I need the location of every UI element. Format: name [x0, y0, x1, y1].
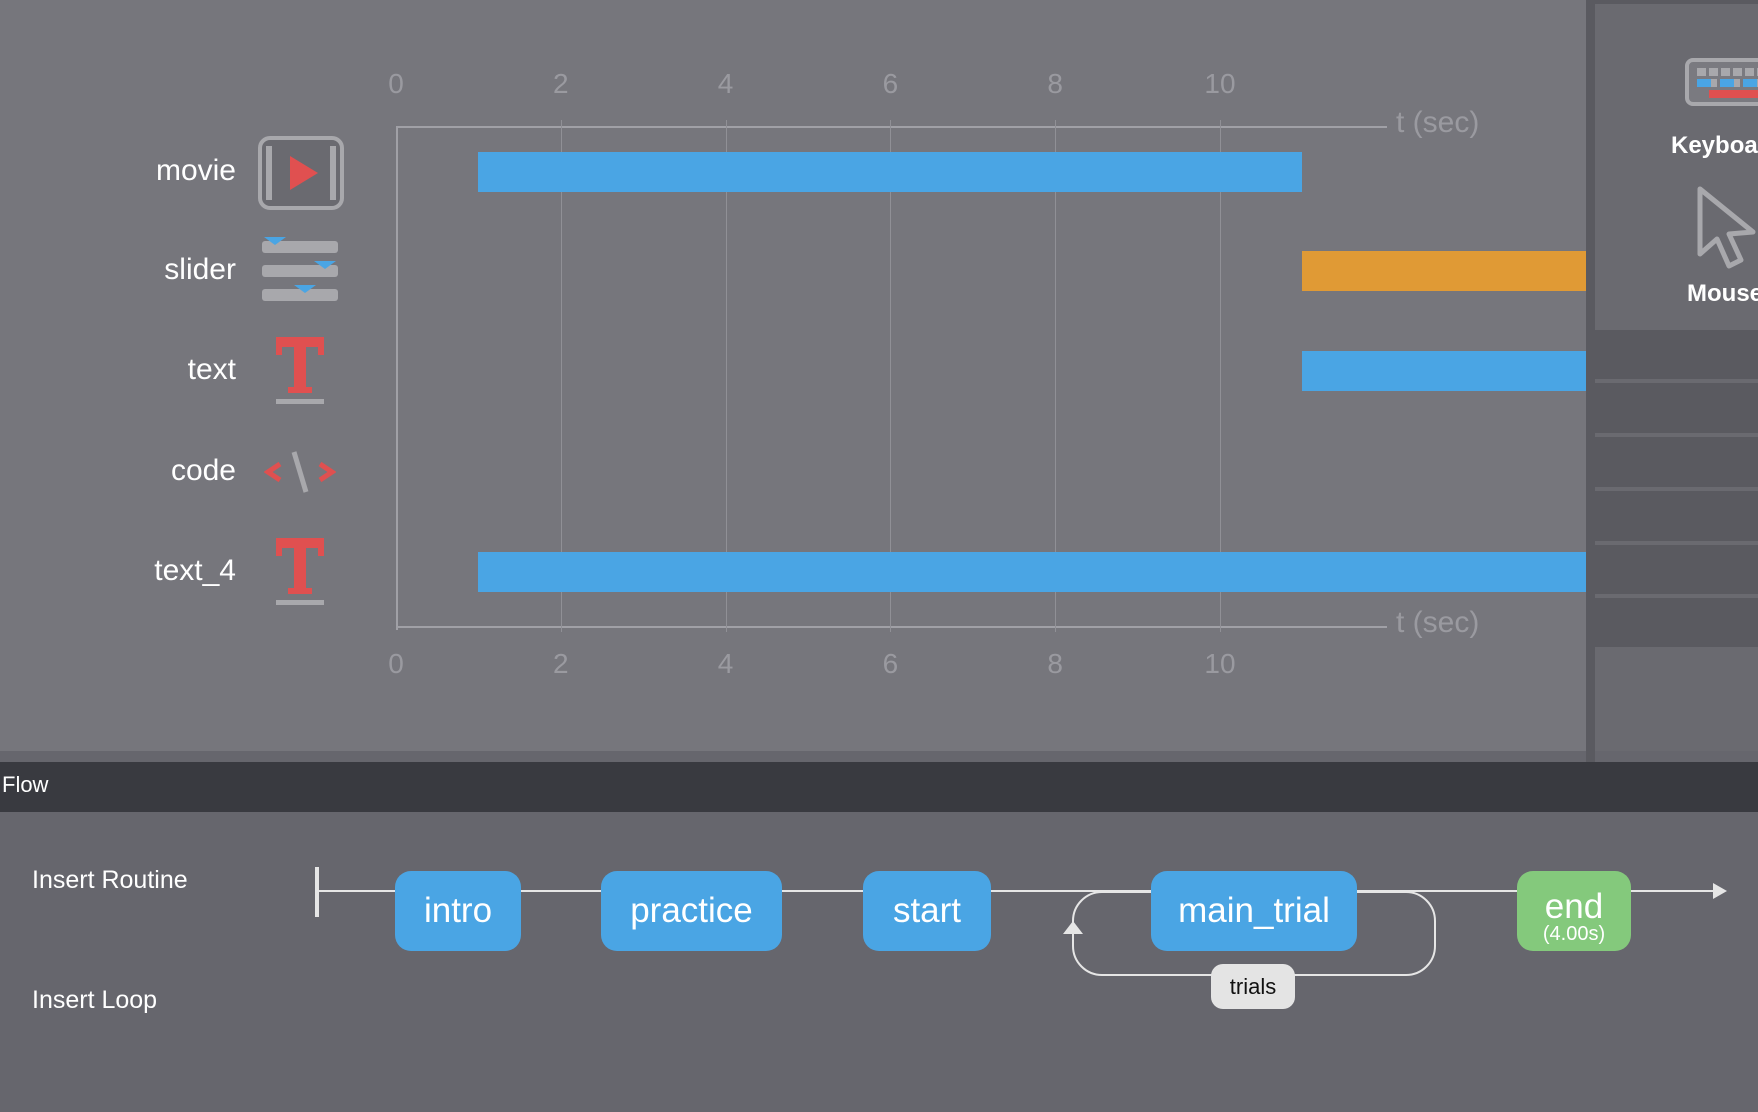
loop-arrow-icon — [1063, 921, 1083, 934]
routine-timeline-panel: 0 0 2 2 4 4 6 6 8 8 10 10 t (sec) t (sec) movie slider t… — [0, 0, 1586, 751]
top-axis — [396, 126, 1387, 128]
insert-routine-button[interactable]: Insert Routine — [32, 866, 188, 894]
movie-icon[interactable] — [258, 136, 344, 210]
gridline — [560, 120, 562, 632]
tick-label-bottom: 4 — [717, 648, 734, 679]
timeline-bar-movie[interactable] — [478, 152, 1303, 192]
timeline-bar-text_4[interactable] — [478, 552, 1586, 592]
tick-label-bottom: 10 — [1204, 648, 1236, 679]
tick-label-top: 0 — [388, 68, 404, 99]
flow-start-marker — [315, 867, 319, 917]
keyboard-label[interactable]: Keyboard — [1671, 132, 1758, 159]
tick-label-top: 4 — [717, 68, 734, 99]
timeline-bar-text[interactable] — [1302, 351, 1586, 391]
routine-start[interactable]: start — [863, 871, 991, 951]
panel-divider[interactable] — [1586, 0, 1595, 762]
routine-end[interactable]: end (4.00s) — [1517, 871, 1631, 951]
component-label-text_4[interactable]: text_4 — [154, 554, 236, 587]
component-label-slider[interactable]: slider — [164, 253, 236, 286]
x-axis-label-top: t (sec) — [1396, 106, 1480, 139]
components-panel: Keyboard Mouse — [1595, 0, 1758, 751]
routine-end-duration: (4.00s) — [1542, 922, 1606, 945]
flow-header: Flow — [0, 762, 1758, 812]
gridline — [1220, 120, 1221, 632]
components-group: Keyboard Mouse — [1595, 4, 1758, 330]
routine-main-trial[interactable]: main_trial — [1151, 871, 1357, 951]
slider-icon[interactable] — [262, 237, 338, 305]
tick-label-top: 10 — [1204, 68, 1236, 99]
text-icon[interactable] — [274, 335, 326, 407]
gridline — [890, 120, 892, 632]
timeline-chart: 0 0 2 2 4 4 6 6 8 8 10 10 t (sec) t (sec) movie slider t… — [154, 68, 1586, 679]
timeline-bar-slider[interactable] — [1302, 251, 1586, 291]
x-axis-label-bottom: t (sec) — [1396, 606, 1480, 639]
gridline — [1055, 120, 1057, 632]
y-axis — [396, 126, 398, 630]
mouse-label[interactable]: Mouse — [1687, 280, 1758, 307]
routine-end-label: end — [1544, 886, 1604, 926]
insert-loop-button[interactable]: Insert Loop — [32, 986, 158, 1014]
tick-label-bottom: 0 — [388, 648, 404, 679]
component-label-code[interactable]: code — [170, 454, 236, 487]
routine-intro[interactable]: intro — [395, 871, 521, 951]
bottom-axis — [396, 626, 1387, 628]
tick-label-bottom: 6 — [882, 648, 899, 679]
tick-label-bottom: 2 — [553, 648, 569, 679]
flow-end-arrow-icon — [1713, 883, 1727, 899]
tick-label-top: 6 — [882, 68, 899, 99]
gridline — [725, 120, 727, 632]
tick-label-bottom: 8 — [1047, 648, 1063, 679]
routine-practice[interactable]: practice — [601, 871, 782, 951]
mouse-icon[interactable] — [1695, 184, 1758, 274]
tick-label-top: 2 — [553, 68, 569, 99]
code-icon[interactable] — [263, 448, 337, 496]
flow-line — [317, 890, 1717, 892]
text-icon[interactable] — [274, 536, 326, 608]
component-label-text[interactable]: text — [187, 353, 236, 386]
component-label-movie[interactable]: movie — [155, 154, 236, 187]
keyboard-icon[interactable] — [1685, 58, 1758, 106]
tick-label-top: 8 — [1047, 68, 1063, 99]
loop-trials-label[interactable]: trials — [1211, 964, 1295, 1009]
